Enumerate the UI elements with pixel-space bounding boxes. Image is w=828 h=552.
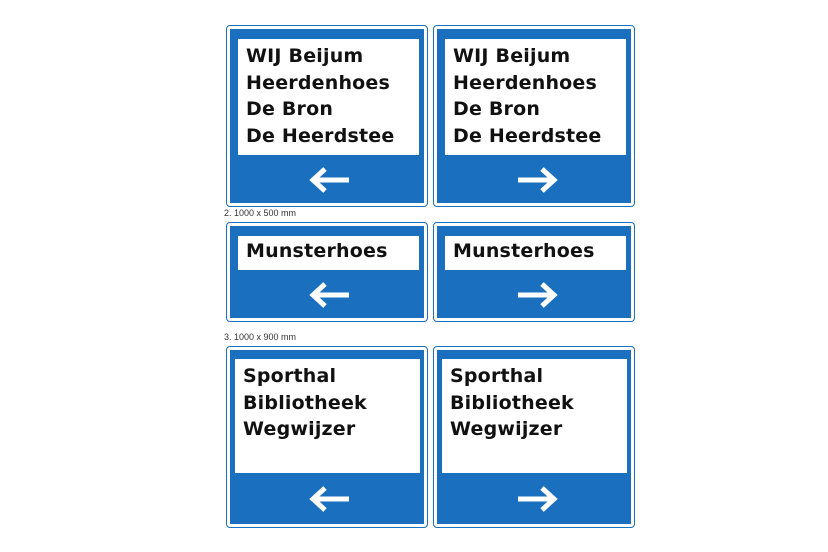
caption-row-2: 2. 1000 x 500 mm — [224, 208, 297, 218]
sign-2-line-2: Heerdenhoes — [453, 71, 598, 94]
right-arrow-icon — [518, 282, 558, 308]
left-arrow-icon — [309, 486, 349, 512]
sign-sheet: WIJ Beijum Heerdenhoes De Bron De Heerds… — [224, 22, 638, 530]
sign-3-line-1: Munsterhoes — [246, 240, 388, 262]
sign-5-line-3: Wegwijzer — [243, 418, 356, 440]
sign-2-line-1: WIJ Beijum — [453, 45, 571, 67]
sign-6: Sporthal Bibliotheek Wegwijzer — [434, 347, 634, 527]
sign-6-line-1: Sporthal — [450, 365, 544, 387]
sign-6-panel: Sporthal Bibliotheek Wegwijzer — [442, 359, 627, 473]
sign-4-panel: Munsterhoes — [445, 236, 626, 270]
sign-5: Sporthal Bibliotheek Wegwijzer — [227, 347, 427, 527]
left-arrow-icon — [309, 167, 349, 193]
sign-1-line-1: WIJ Beijum — [246, 45, 364, 67]
sign-1-panel: WIJ Beijum Heerdenhoes De Bron De Heerds… — [238, 39, 419, 155]
sign-6-line-2: Bibliotheek — [450, 391, 574, 414]
sign-2-line-4: De Heerdstee — [453, 124, 602, 147]
sign-3: Munsterhoes — [227, 223, 427, 321]
sign-2-line-3: De Bron — [453, 98, 541, 120]
sign-6-line-3: Wegwijzer — [450, 418, 563, 440]
sign-5-line-1: Sporthal — [243, 365, 337, 387]
right-arrow-icon — [518, 167, 558, 193]
sign-2: WIJ Beijum Heerdenhoes De Bron De Heerds… — [434, 26, 634, 206]
sign-1-line-4: De Heerdstee — [246, 124, 395, 147]
sign-5-panel: Sporthal Bibliotheek Wegwijzer — [235, 359, 420, 473]
caption-row-3: 3. 1000 x 900 mm — [224, 332, 297, 342]
sign-1: WIJ Beijum Heerdenhoes De Bron De Heerds… — [227, 26, 427, 206]
sign-5-line-2: Bibliotheek — [243, 391, 367, 414]
sign-1-line-3: De Bron — [246, 98, 334, 120]
right-arrow-icon — [518, 486, 558, 512]
sign-1-line-2: Heerdenhoes — [246, 71, 391, 94]
sign-2-panel: WIJ Beijum Heerdenhoes De Bron De Heerds… — [445, 39, 626, 155]
sign-4-line-1: Munsterhoes — [453, 240, 595, 262]
left-arrow-icon — [309, 282, 349, 308]
sign-4: Munsterhoes — [434, 223, 634, 321]
sign-3-panel: Munsterhoes — [238, 236, 419, 270]
